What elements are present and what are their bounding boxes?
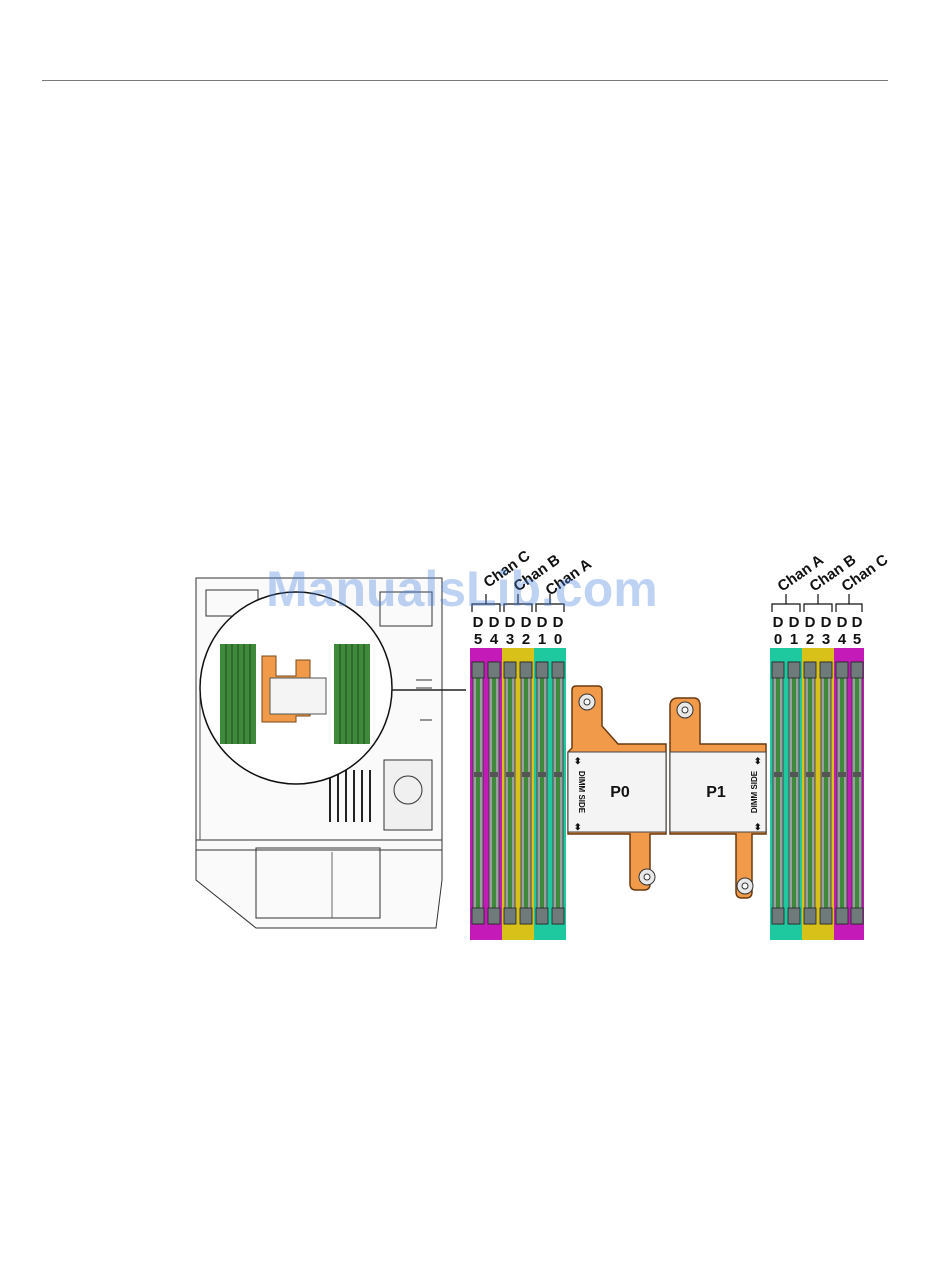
dimm-slot-left-3 xyxy=(504,662,516,924)
arrow-up-icon: ⬍ xyxy=(754,756,762,766)
chassis-overview xyxy=(196,578,466,928)
right-dimm-letter: D xyxy=(852,614,863,631)
right-dimm-letter: D xyxy=(837,614,848,631)
dimm-slot-right-2 xyxy=(804,662,816,924)
arrow-down-icon: ⬍ xyxy=(574,822,582,832)
dimm-slot-right-4 xyxy=(836,662,848,924)
right-dimm-number: 2 xyxy=(806,631,814,648)
right-dimm-letter: D xyxy=(789,614,800,631)
left-dimm-number: 1 xyxy=(538,631,546,648)
right-dimm-number: 5 xyxy=(853,631,861,648)
svg-text:DIMM SIDE: DIMM SIDE xyxy=(577,771,586,814)
left-dimm-number: 4 xyxy=(490,631,499,648)
left-dimm-bank xyxy=(470,648,566,940)
left-dimm-number: 0 xyxy=(554,631,562,648)
dimm-slot-right-5 xyxy=(851,662,863,924)
left-dimm-number: 5 xyxy=(474,631,482,648)
dimm-slot-left-4 xyxy=(488,662,500,924)
arrow-down-icon: ⬍ xyxy=(754,822,762,832)
dimm-slot-right-1 xyxy=(788,662,800,924)
right-dimm-number: 0 xyxy=(774,631,782,648)
left-dimm-number: 3 xyxy=(506,631,514,648)
svg-text:DIMM SIDE: DIMM SIDE xyxy=(750,770,759,813)
p0-label: P0 xyxy=(610,784,630,801)
right-dimm-letter: D xyxy=(821,614,832,631)
dimm-slot-left-5 xyxy=(472,662,484,924)
right-dimm-letter: D xyxy=(805,614,816,631)
dimm-slot-left-1 xyxy=(536,662,548,924)
dimm-slot-right-0 xyxy=(772,662,784,924)
left-dimm-number: 2 xyxy=(522,631,530,648)
right-dimm-number: 4 xyxy=(838,631,847,648)
dimm-slot-right-3 xyxy=(820,662,832,924)
right-channel-brackets xyxy=(772,594,862,612)
right-dimm-bank xyxy=(770,648,864,940)
watermark: ManualsLib.com xyxy=(266,560,658,618)
right-dimm-number: 3 xyxy=(822,631,830,648)
right-dimm-letter: D xyxy=(773,614,784,631)
right-dimm-number: 1 xyxy=(790,631,798,648)
arrow-up-icon: ⬍ xyxy=(574,756,582,766)
dimm-slot-left-0 xyxy=(552,662,564,924)
dimm-slot-left-2 xyxy=(520,662,532,924)
p1-label: P1 xyxy=(706,784,726,801)
